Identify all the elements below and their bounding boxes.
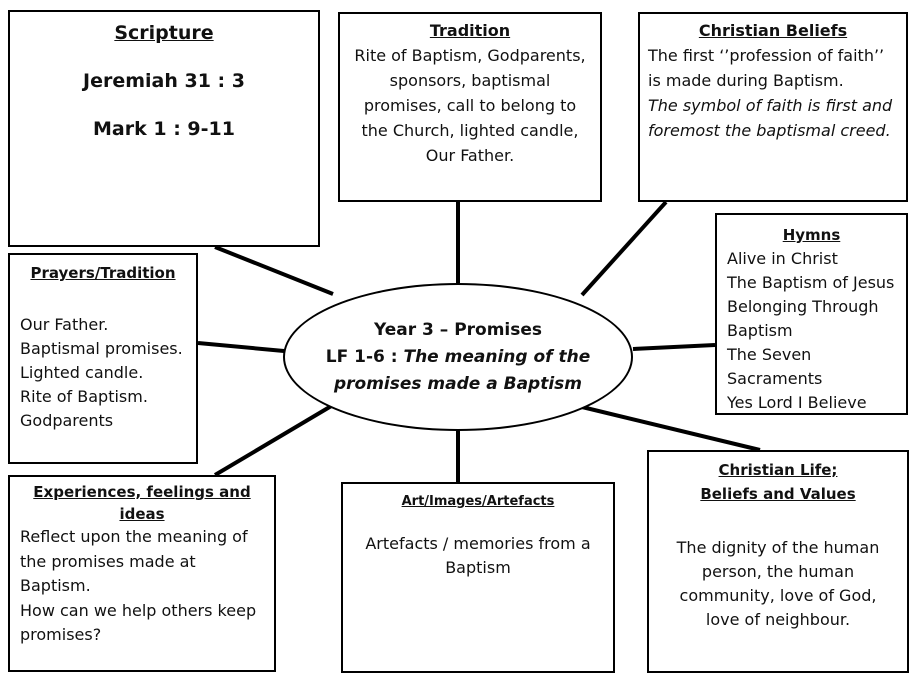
experiences-line: promises? [20, 625, 102, 644]
hymn-item: The Baptism of Jesus [727, 273, 895, 292]
art-title: Art/Images/Artefacts [401, 494, 555, 509]
christian-beliefs-title: Christian Beliefs [698, 21, 848, 40]
experiences-line: Reflect upon the meaning of [20, 527, 248, 546]
art-box: Art/Images/Artefacts Artefacts / memorie… [341, 482, 615, 673]
hymn-item: Yes Lord I Believe [727, 393, 867, 412]
topic-title: Year 3 – Promises [373, 319, 543, 340]
christian-life-line: love of neighbour. [705, 610, 851, 629]
christian-life-title: Beliefs and Values [700, 485, 856, 503]
christian-beliefs-line: is made during Baptism. [648, 71, 844, 90]
experiences-line: How can we help others keep [20, 600, 257, 620]
connector-prayers [197, 341, 285, 353]
art-line: Artefacts / memories from a [365, 534, 591, 553]
prayers-line: Lighted candle. [20, 363, 144, 382]
tradition-title: Tradition [429, 21, 511, 40]
tradition-box: Tradition Rite of Baptism, Godparents, s… [338, 12, 602, 202]
hymn-item: Sacraments [727, 369, 823, 388]
tradition-line: the Church, lighted candle, [361, 121, 579, 140]
connector-beliefs [580, 200, 668, 297]
hymn-item: Alive in Christ [727, 249, 838, 268]
christian-beliefs-box: Christian Beliefs The first ‘’profession… [638, 12, 908, 202]
tradition-line: promises, call to belong to [363, 96, 577, 115]
christian-beliefs-line: The first ‘’profession of faith’’ [648, 46, 885, 65]
topic-lf-label: LF 1-6 : [325, 346, 404, 367]
prayers-line: Godparents [20, 411, 114, 430]
hymn-item: Baptism [727, 321, 793, 340]
experiences-line: Baptism. [20, 576, 91, 595]
hymns-title: Hymns [782, 226, 841, 244]
connector-experiences [213, 403, 335, 477]
scripture-ref: Mark 1 : 9-11 [93, 118, 235, 140]
topic-lf-text: The meaning of the promises made a Bapti… [333, 346, 591, 394]
christian-life-title: Christian Life; [718, 461, 838, 479]
hymn-item: Belonging Through [727, 297, 879, 316]
art-line: Baptism [445, 558, 511, 577]
scripture-box: Scripture Jeremiah 31 : 3 Mark 1 : 9-11 [8, 10, 320, 247]
prayers-line: Baptismal promises. [20, 339, 183, 358]
christian-life-box: Christian Life; Beliefs and Values The d… [647, 450, 909, 673]
central-topic-ellipse: Year 3 – Promises LF 1-6 : The meaning o… [283, 283, 633, 431]
experiences-title: ideas [119, 505, 165, 523]
hymns-box: Hymns Alive in Christ The Baptism of Jes… [715, 213, 908, 415]
connector-hymns [632, 343, 716, 351]
connector-scripture [214, 245, 334, 296]
tradition-line: Our Father. [425, 146, 515, 165]
scripture-ref: Jeremiah 31 : 3 [83, 70, 245, 92]
tradition-line: sponsors, baptismal [389, 71, 551, 90]
prayers-title: Prayers/Tradition [30, 264, 176, 282]
christian-life-line: community, love of God, [679, 586, 877, 605]
prayers-line: Rite of Baptism. [20, 387, 148, 406]
experiences-box: Experiences, feelings and ideas Reflect … [8, 475, 276, 672]
prayers-box: Prayers/Tradition Our Father. Baptismal … [8, 253, 198, 464]
christian-life-body: The dignity of the human person, the hum… [657, 536, 899, 632]
prayers-line: Our Father. [20, 315, 109, 334]
christian-beliefs-italic-line: The symbol of faith is first and [648, 96, 893, 115]
hymn-item: The Seven [727, 345, 812, 364]
experiences-line: the promises made at [20, 551, 196, 571]
connector-life [581, 405, 761, 452]
tradition-line: Rite of Baptism, Godparents, [354, 46, 586, 65]
experiences-title: Experiences, feelings and [33, 483, 251, 501]
christian-life-line: The dignity of the human [676, 538, 880, 557]
scripture-title: Scripture [114, 22, 214, 44]
christian-beliefs-italic-line: foremost the baptismal creed. [648, 121, 891, 140]
topic-subtitle: LF 1-6 : The meaning of the promises mad… [285, 344, 631, 398]
christian-life-line: person, the human [701, 562, 855, 581]
